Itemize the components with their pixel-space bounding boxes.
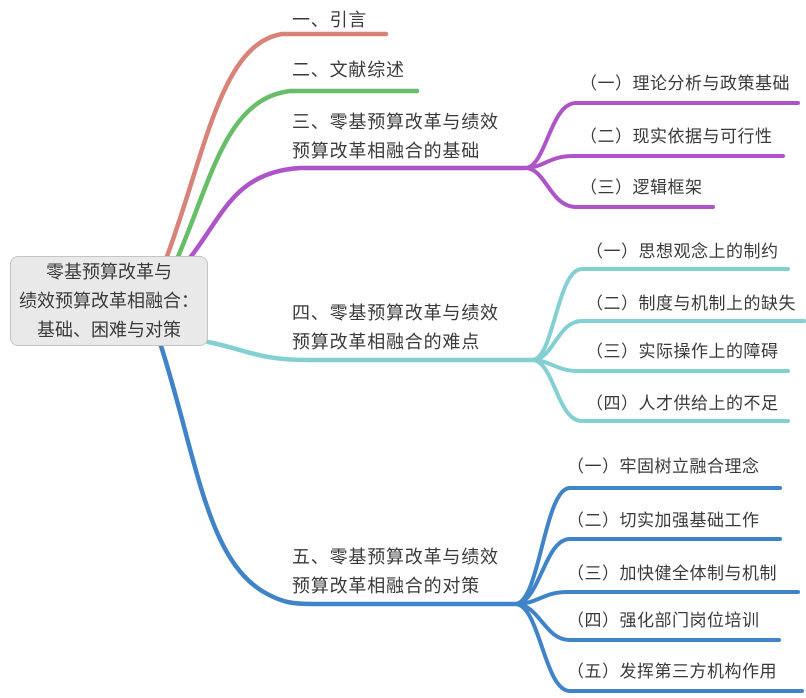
branch-basis-connector xyxy=(186,165,528,262)
countermeasures-child-2-label[interactable]: （二）切实加强基础工作 xyxy=(567,511,760,530)
countermeasures-child-4-label[interactable]: （四）强化部门岗位培训 xyxy=(567,611,760,630)
difficulties-child-2-label[interactable]: （二）制度与机制上的缺失 xyxy=(586,294,796,313)
basis-child-1-connector xyxy=(523,101,800,170)
difficulties-child-4-label[interactable]: （四）人才供给上的不足 xyxy=(586,394,779,413)
countermeasures-child-5-connector xyxy=(513,602,804,693)
difficulties-child-3-label[interactable]: （三）实际操作上的障碍 xyxy=(586,342,779,361)
countermeasures-child-1-label[interactable]: （一）牢固树立融合理念 xyxy=(567,457,760,476)
branch-countermeasures-label[interactable]: 五、零基预算改革与绩效 预算改革相融合的对策 xyxy=(292,547,499,596)
branch-difficulties-label[interactable]: 四、零基预算改革与绩效 预算改革相融合的难点 xyxy=(292,303,499,352)
difficulties-child-1-connector xyxy=(530,267,790,362)
countermeasures-child-1-connector xyxy=(513,486,782,606)
basis-child-2-connector xyxy=(523,154,785,170)
branch-intro-label[interactable]: 一、引言 xyxy=(292,10,368,30)
branch-basis-label[interactable]: 三、零基预算改革与绩效 预算改革相融合的基础 xyxy=(292,112,499,161)
countermeasures-child-2-connector xyxy=(513,537,782,606)
branch-literature-connector xyxy=(174,88,420,262)
central-topic-node[interactable]: 零基预算改革与 绩效预算改革相融合： 基础、困难与对策 xyxy=(10,256,208,346)
basis-child-2-label[interactable]: （二）现实依据与可行性 xyxy=(580,127,773,146)
difficulties-child-2-connector xyxy=(530,319,806,362)
countermeasures-child-3-label[interactable]: （三）加快健全体制与机制 xyxy=(567,564,777,583)
branch-intro-connector xyxy=(163,31,389,262)
countermeasures-child-3-connector xyxy=(513,590,800,606)
branch-difficulties-connector xyxy=(205,339,535,363)
branch-literature-label[interactable]: 二、文献综述 xyxy=(292,60,405,80)
basis-child-1-label[interactable]: （一）理论分析与政策基础 xyxy=(580,74,790,93)
countermeasures-child-5-label[interactable]: （五）发挥第三方机构作用 xyxy=(567,662,777,681)
difficulties-child-4-connector xyxy=(530,358,790,423)
difficulties-child-1-label[interactable]: （一）思想观念上的制约 xyxy=(586,242,779,261)
branch-countermeasures-connector xyxy=(158,343,518,607)
central-topic-label: 零基预算改革与 绩效预算改革相融合： 基础、困难与对策 xyxy=(19,261,199,340)
basis-child-3-label[interactable]: （三）逻辑框架 xyxy=(580,178,703,197)
basis-child-3-connector xyxy=(523,166,715,209)
